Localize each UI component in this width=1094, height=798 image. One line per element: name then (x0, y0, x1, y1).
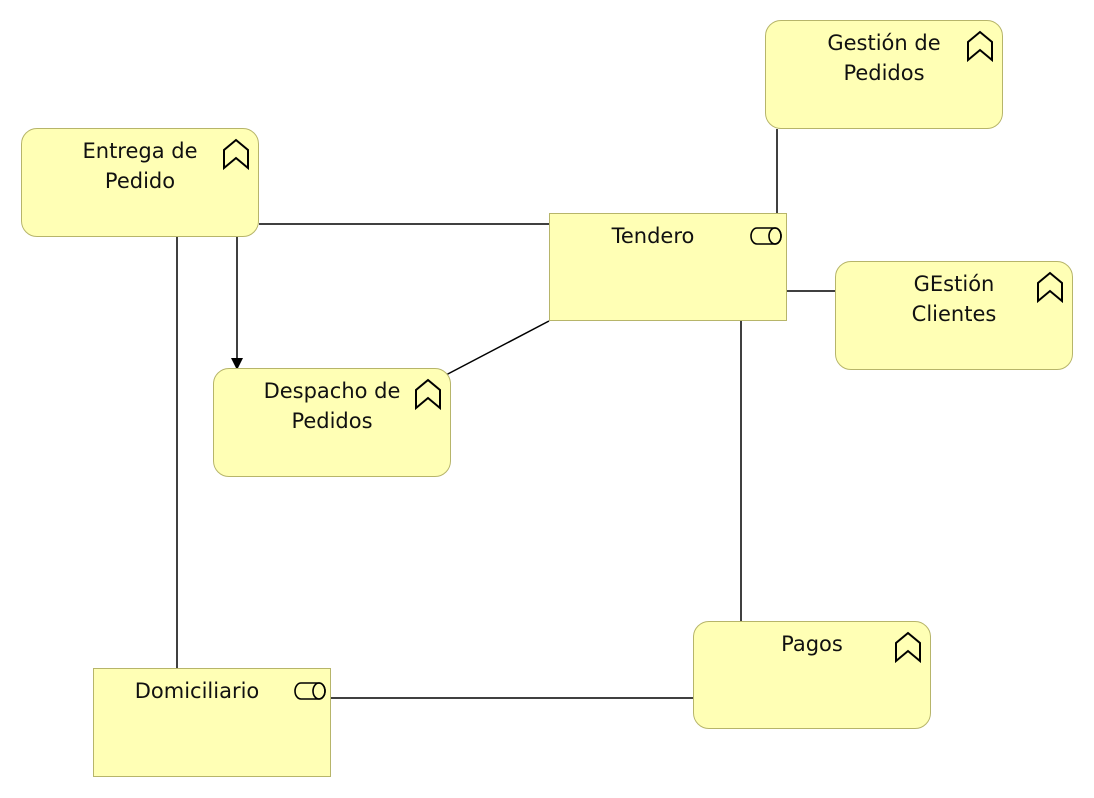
role-icon (750, 227, 782, 245)
node-label: Domiciliario (134, 679, 260, 703)
node-label: Gestión de Pedidos (827, 31, 941, 85)
connection-tendero-despacho[interactable] (443, 320, 550, 377)
node-pagos[interactable]: Pagos (693, 621, 931, 729)
node-entrega-pedido[interactable]: Entrega de Pedido (21, 128, 259, 237)
role-icon (294, 682, 326, 700)
node-label: GEstión Clientes (911, 272, 997, 326)
node-despacho-pedidos[interactable]: Despacho de Pedidos (213, 368, 451, 477)
node-tendero[interactable]: Tendero (549, 213, 787, 321)
node-label: Pagos (781, 632, 843, 656)
node-gestion-clientes[interactable]: GEstión Clientes (835, 261, 1073, 370)
node-gestion-pedidos[interactable]: Gestión de Pedidos (765, 20, 1003, 129)
function-icon (1037, 271, 1063, 303)
function-icon (967, 30, 993, 62)
node-domiciliario[interactable]: Domiciliario (93, 668, 331, 777)
function-icon (895, 631, 921, 663)
node-label: Despacho de Pedidos (263, 379, 401, 433)
function-icon (223, 138, 249, 170)
node-label: Entrega de Pedido (82, 139, 198, 193)
function-icon (415, 378, 441, 410)
node-label: Tendero (611, 224, 695, 248)
